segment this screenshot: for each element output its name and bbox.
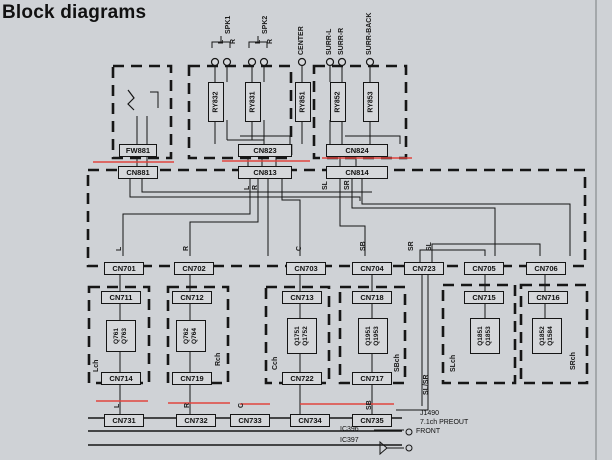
signal-c: C — [296, 245, 303, 251]
board-sbch — [338, 285, 407, 385]
label-preout: 7.1ch PREOUT — [420, 419, 469, 426]
label-surr-l: SURR-L — [326, 28, 333, 55]
connector-cn813: CN813 — [238, 166, 292, 179]
signal-l-lower: L — [114, 403, 121, 408]
ic-sbch: Q1951 Q1953 — [358, 318, 388, 354]
connector-cn731: CN731 — [104, 414, 144, 427]
connector-cn719: CN719 — [172, 372, 212, 385]
relay-wires — [136, 66, 401, 166]
connector-cn733: CN733 — [230, 414, 270, 427]
signal-r: R — [183, 245, 190, 251]
connector-cn823: CN823 — [238, 144, 292, 157]
label-spk-l1: L — [218, 39, 225, 44]
ic-lch: Q761 Q763 — [106, 320, 136, 352]
connector-cn715: CN715 — [464, 291, 504, 304]
connector-cn712: CN712 — [172, 291, 212, 304]
board-main — [86, 168, 587, 268]
label-spk-l2: L — [255, 39, 262, 44]
main-wires — [119, 177, 571, 414]
signal-r-lower: R — [184, 402, 191, 408]
relay-ry853: RY853 — [363, 82, 379, 122]
board-front-relays — [187, 64, 293, 160]
signal-sb: SB — [360, 241, 367, 251]
page-title: Block diagrams — [2, 2, 147, 23]
board-fw881 — [111, 64, 173, 160]
label-surr-back: SURR-BACK — [366, 12, 373, 55]
label-center: CENTER — [298, 26, 305, 55]
label-ic396: IC396 — [340, 426, 359, 433]
preout-jacks — [374, 428, 413, 456]
signal-c-lower: C — [238, 402, 245, 408]
signal-sl-top: SL — [322, 181, 329, 190]
connector-cn704: CN704 — [352, 262, 392, 275]
board-srch — [519, 283, 589, 385]
connector-cn703: CN703 — [286, 262, 326, 275]
connector-cn734: CN734 — [290, 414, 330, 427]
connector-cn711: CN711 — [101, 291, 141, 304]
signal-r-top: R — [252, 184, 259, 190]
label-spk-r1: R — [230, 38, 237, 44]
connector-cn717: CN717 — [352, 372, 392, 385]
relay-ry852: RY852 — [330, 82, 346, 122]
signal-l: L — [116, 246, 123, 251]
connector-cn881: CN881 — [118, 166, 158, 179]
signal-sr-top: SR — [344, 180, 351, 190]
label-front: FRONT — [416, 428, 441, 435]
signal-sl-sr: SL/SR — [423, 374, 430, 395]
channel-lch: Lch — [93, 359, 100, 372]
label-surr-r: SURR-R — [338, 27, 345, 55]
channel-cch: Cch — [272, 356, 279, 370]
connector-fw881: FW881 — [119, 144, 157, 157]
connector-cn723: CN723 — [404, 262, 444, 275]
connector-cn706: CN706 — [526, 262, 566, 275]
signal-sr: SR — [408, 241, 415, 251]
output-terminals — [210, 57, 375, 67]
connector-cn701: CN701 — [104, 262, 144, 275]
ic-cch: Q1751 Q1752 — [287, 318, 317, 354]
label-spk-r2: R — [267, 38, 274, 44]
channel-srch: SRch — [570, 352, 577, 370]
label-spk1: SPK1 — [225, 15, 232, 34]
connector-cn814: CN814 — [326, 166, 388, 179]
connector-cn732: CN732 — [176, 414, 216, 427]
connector-cn714: CN714 — [101, 372, 141, 385]
board-surr-relays — [312, 64, 408, 160]
ic-slch: Q1851 Q1853 — [470, 318, 500, 354]
signal-sb-lower: SB — [366, 400, 373, 410]
connector-cn722: CN722 — [282, 372, 322, 385]
connector-cn735: CN735 — [352, 414, 392, 427]
channel-rch: Rch — [215, 352, 222, 366]
connector-cn718: CN718 — [352, 291, 392, 304]
label-spk2: SPK2 — [262, 15, 269, 34]
signal-l-top: L — [244, 185, 251, 190]
label-j1490: J1490 — [420, 410, 440, 417]
channel-sbch: SBch — [394, 354, 401, 372]
relay-ry831: RY831 — [245, 82, 261, 122]
label-ic397: IC397 — [340, 437, 359, 444]
connector-cn824: CN824 — [326, 144, 388, 157]
red-marks — [93, 157, 412, 405]
connector-cn705: CN705 — [464, 262, 504, 275]
ic-srch: Q1852 Q1584 — [532, 318, 562, 354]
relay-ry832: RY832 — [208, 82, 224, 122]
connector-cn713: CN713 — [282, 291, 322, 304]
fw881-symbol — [127, 89, 135, 111]
ic-rch: Q762 Q764 — [176, 320, 206, 352]
connector-cn702: CN702 — [174, 262, 214, 275]
terminal-brackets — [211, 36, 268, 48]
connector-cn716: CN716 — [528, 291, 568, 304]
relay-ry851: RY851 — [295, 82, 311, 122]
signal-sl: SL — [426, 242, 433, 251]
channel-slch: SLch — [450, 354, 457, 372]
board-slch — [441, 283, 517, 385]
